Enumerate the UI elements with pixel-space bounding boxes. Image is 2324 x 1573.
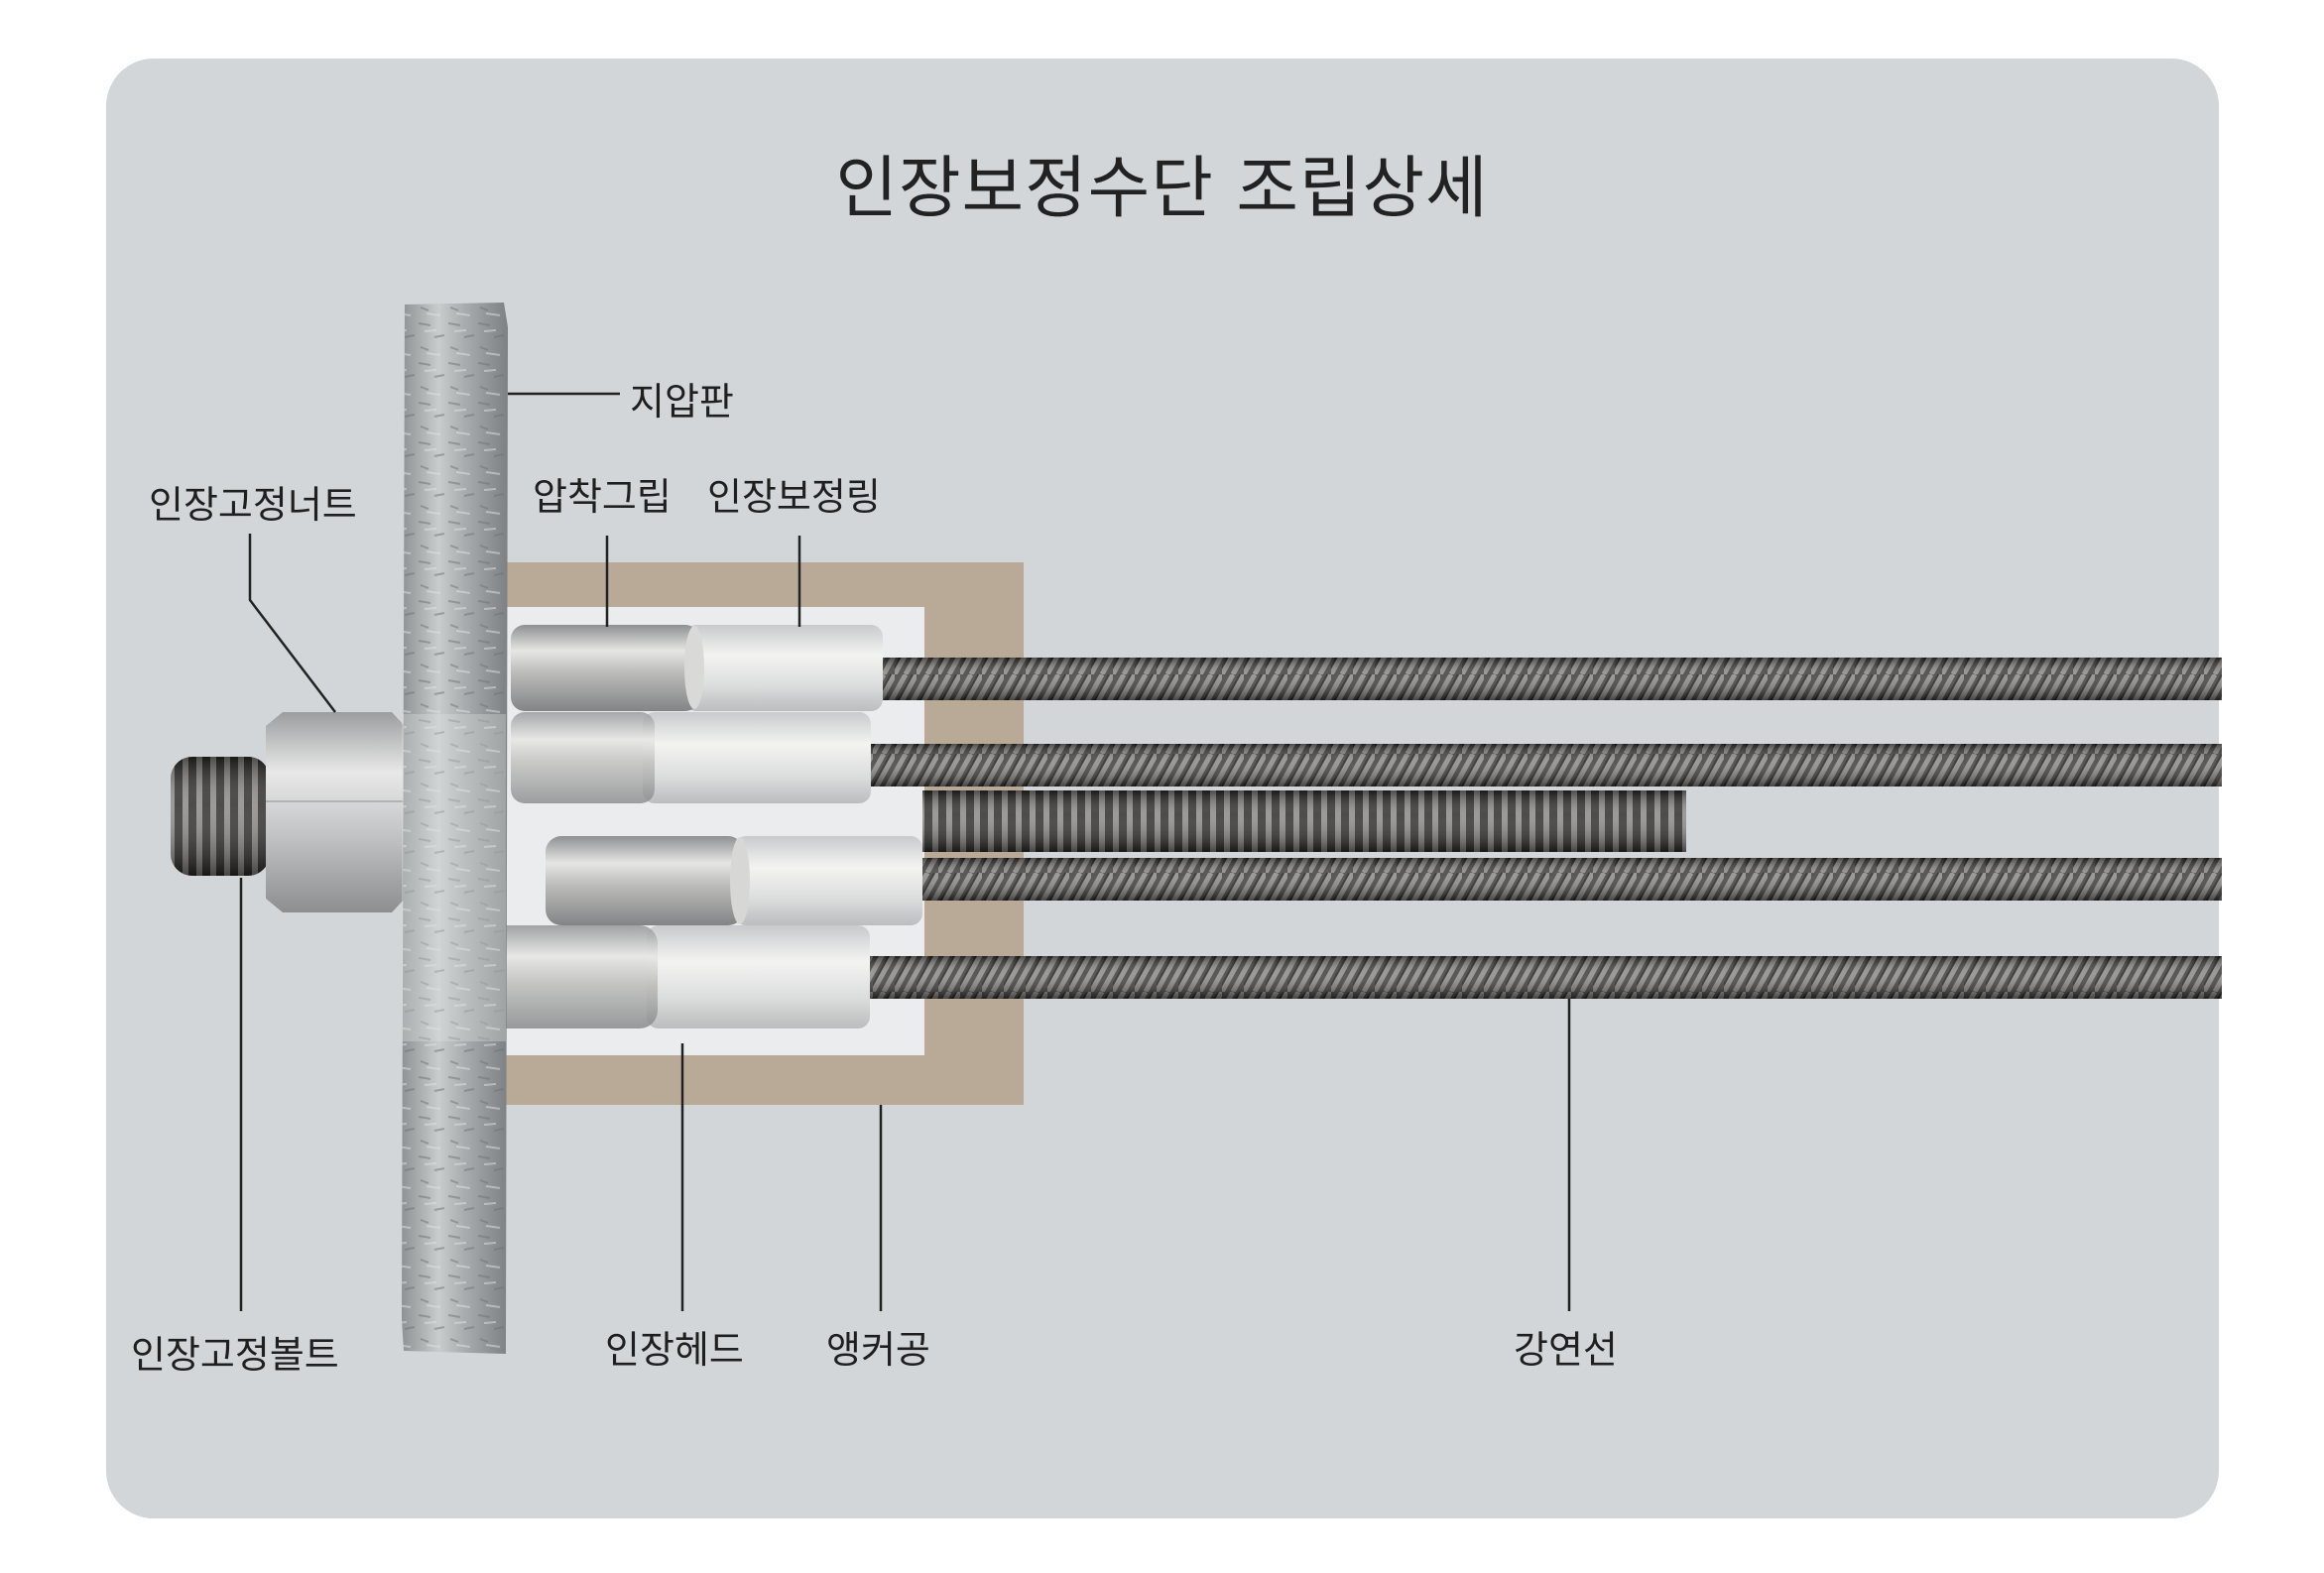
leader-lines — [239, 392, 1571, 1311]
correction-ring-1 — [684, 625, 883, 711]
diagram-title: 인장보정수단 조립상세 — [835, 150, 1489, 228]
label-anchor-hole: 앵커공 — [826, 1328, 930, 1372]
label-fixing-bolt: 인장고정볼트 — [131, 1333, 339, 1377]
label-tension-head: 인장헤드 — [605, 1328, 744, 1372]
label-fixing-nut: 인장고정너트 — [149, 483, 357, 527]
compression-grip-2 — [511, 712, 655, 803]
correction-ring-4 — [647, 925, 870, 1028]
label-correction-ring: 인장보정링 — [707, 475, 881, 519]
compression-grip-3 — [546, 836, 744, 925]
correction-ring-3 — [734, 836, 922, 925]
leader-fixing-nut — [248, 534, 336, 713]
label-compression-grip: 압착그립 — [533, 475, 672, 519]
strands — [861, 658, 2222, 999]
compression-grip-1 — [511, 625, 699, 711]
label-pressure-plate: 지압판 — [630, 380, 734, 424]
label-strand: 강연선 — [1514, 1328, 1618, 1372]
correction-ring-2 — [643, 712, 871, 803]
fixing-nut — [266, 712, 405, 912]
